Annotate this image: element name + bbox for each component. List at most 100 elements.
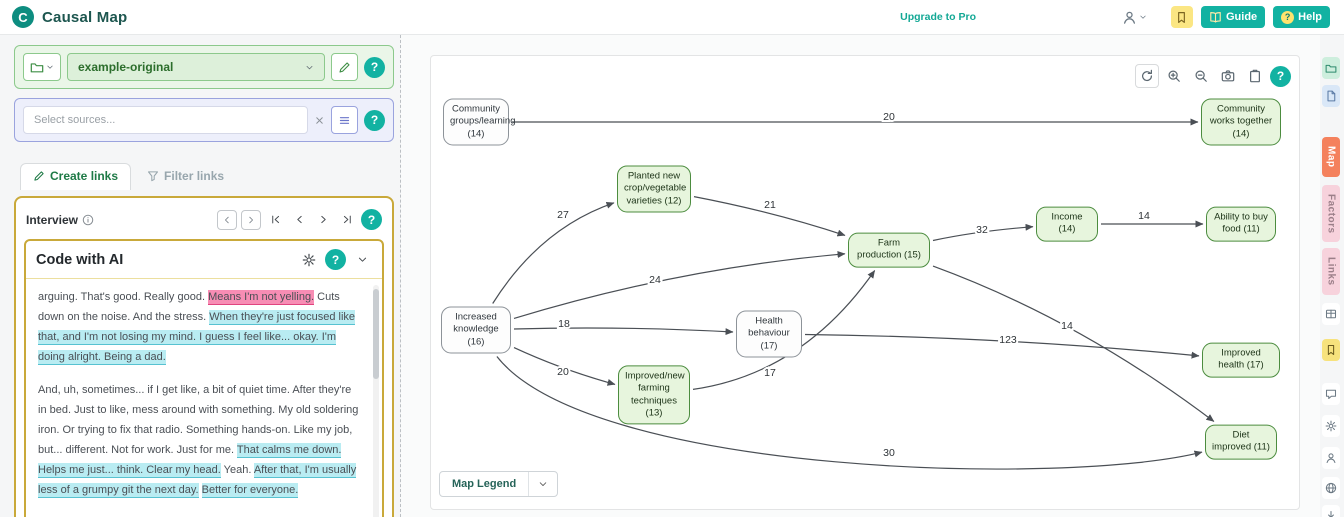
folder-menu-button[interactable] <box>23 53 61 81</box>
collapse-button[interactable] <box>352 250 372 270</box>
map-edge-label-improved-farming--farm-production[interactable]: 17 <box>762 365 778 381</box>
map-edge-label-increased-knowledge--improved-farming[interactable]: 20 <box>555 364 571 380</box>
map-edge-health-behaviour--improved-health[interactable] <box>804 333 1200 359</box>
question-icon: ? <box>1281 10 1295 24</box>
download-tab[interactable] <box>1322 504 1340 517</box>
map-edge-label-farm-production--income[interactable]: 32 <box>974 222 990 238</box>
ai-settings-button[interactable] <box>299 250 319 270</box>
help-button[interactable]: ? Help <box>1273 6 1330 28</box>
chat-tab[interactable] <box>1322 382 1340 405</box>
caret-down-icon <box>358 257 366 262</box>
sources-input[interactable] <box>23 106 308 134</box>
bookmark-tab[interactable] <box>1322 338 1340 361</box>
map-edge-label-income--ability-food[interactable]: 14 <box>1136 208 1152 224</box>
map-node-improved-farming[interactable]: Improved/new farming techniques (13) <box>618 365 690 425</box>
map-edge-increased-knowledge--improved-farming[interactable] <box>513 347 616 386</box>
clear-sources-button[interactable] <box>314 115 325 126</box>
map-node-health-behaviour[interactable]: Health behaviour (17) <box>736 310 802 358</box>
clipboard-icon <box>1250 69 1260 83</box>
map-edge-increased-knowledge--planted-crop[interactable] <box>492 201 615 304</box>
prev-source-button[interactable] <box>217 209 237 230</box>
help-icon[interactable]: ? <box>361 209 382 230</box>
refresh-button[interactable] <box>1135 64 1159 88</box>
help-icon[interactable]: ? <box>364 109 385 131</box>
language-tab[interactable] <box>1322 476 1340 499</box>
transcript-paragraph: arguing. That's good. Really good. Means… <box>38 287 362 367</box>
transcript-highlight-cyan[interactable]: Better for everyone. <box>201 483 299 499</box>
map-edge-label-health-behaviour--improved-health[interactable]: 123 <box>997 332 1019 348</box>
map-edge-label-increased-knowledge--health-behaviour[interactable]: 18 <box>556 316 572 332</box>
folder-icon <box>30 63 44 73</box>
next-page-button[interactable] <box>313 210 333 230</box>
bookmark-button[interactable] <box>1170 6 1193 28</box>
map-edge-label-community-groups--community-works[interactable]: 20 <box>881 109 897 125</box>
help-icon[interactable]: ? <box>1270 65 1291 87</box>
help-icon[interactable]: ? <box>325 249 346 270</box>
map-node-community-works[interactable]: Community works together (14) <box>1201 98 1281 146</box>
zoom-in-button[interactable] <box>1162 64 1186 88</box>
transcript-segment: Yeah. <box>220 464 254 477</box>
map-node-income[interactable]: Income (14) <box>1036 206 1098 242</box>
map-tab[interactable]: Map <box>1322 137 1340 177</box>
tab-filter-links[interactable]: Filter links <box>135 164 236 190</box>
edit-file-button[interactable] <box>331 53 358 81</box>
book-icon <box>1210 11 1221 23</box>
interview-pager: ? <box>217 209 382 230</box>
first-page-button[interactable] <box>265 210 285 230</box>
transcript-segment: And, uh, sometimes... if I get like, a b… <box>38 384 359 457</box>
code-with-ai-title: Code with AI <box>36 251 124 268</box>
factors-tab[interactable]: Factors <box>1322 184 1340 243</box>
file-select-dropdown[interactable]: example-original <box>67 53 325 81</box>
map-edge-farm-production--income[interactable] <box>932 223 1034 242</box>
caret-down-icon <box>306 65 313 69</box>
map-edge-farm-production--diet-improved[interactable] <box>932 265 1215 422</box>
map-edge-label-planted-crop--farm-production[interactable]: 21 <box>762 197 778 213</box>
map-node-diet-improved[interactable]: Diet improved (11) <box>1205 424 1277 460</box>
transcript-scrollbar[interactable] <box>373 285 379 517</box>
settings-tab[interactable] <box>1322 414 1340 437</box>
map-node-ability-food[interactable]: Ability to buy food (11) <box>1206 206 1276 242</box>
table-icon <box>1325 309 1337 319</box>
help-icon[interactable]: ? <box>364 56 385 78</box>
zoom-out-button[interactable] <box>1189 64 1213 88</box>
app-logo-icon: C <box>12 6 34 28</box>
map-node-farm-production[interactable]: Farm production (15) <box>848 232 930 268</box>
guide-label: Guide <box>1225 11 1258 23</box>
map-edge-increased-knowledge--health-behaviour[interactable] <box>513 327 734 336</box>
sources-list-button[interactable] <box>331 106 358 134</box>
map-edge-label-increased-knowledge--farm-production[interactable]: 24 <box>647 272 663 288</box>
transcript-highlight-cyan[interactable]: That calms me down. <box>236 443 342 459</box>
map-edge-label-increased-knowledge--diet-improved[interactable]: 30 <box>881 445 897 461</box>
upgrade-to-pro-link[interactable]: Upgrade to Pro <box>900 11 976 23</box>
map-legend-button[interactable]: Map Legend <box>439 471 559 497</box>
map-node-improved-health[interactable]: Improved health (17) <box>1202 342 1280 378</box>
previous-page-button[interactable] <box>289 210 309 230</box>
account-tab[interactable] <box>1322 446 1340 469</box>
map-node-planted-crop[interactable]: Planted new crop/vegetable varieties (12… <box>617 165 691 213</box>
links-tab[interactable]: Links <box>1322 248 1340 295</box>
next-source-button[interactable] <box>241 209 261 230</box>
transcript-highlight-cyan[interactable]: Helps me just... think. Clear my head. <box>38 463 221 479</box>
map-edge-increased-knowledge--diet-improved[interactable] <box>496 356 1203 470</box>
table-tab[interactable] <box>1322 302 1340 325</box>
scrollbar-thumb[interactable] <box>373 289 379 379</box>
code-with-ai-card: Code with AI ? arguing. That's good. Rea… <box>24 239 384 517</box>
user-menu-button[interactable] <box>1122 10 1147 25</box>
map-edge-planted-crop--farm-production[interactable] <box>693 196 846 237</box>
files-tab[interactable] <box>1322 57 1340 79</box>
map-edge-label-farm-production--diet-improved[interactable]: 14 <box>1059 318 1075 334</box>
caret-down-icon <box>539 482 547 486</box>
clipboard-button[interactable] <box>1243 64 1267 88</box>
map-edge-label-increased-knowledge--planted-crop[interactable]: 27 <box>555 207 571 223</box>
sources-box: ? <box>14 98 394 142</box>
documents-tab[interactable] <box>1322 85 1340 107</box>
map-toolbar <box>1135 64 1267 88</box>
map-node-increased-knowledge[interactable]: Increased knowledge (16) <box>441 306 511 354</box>
map-node-community-groups[interactable]: Community groups/learning (14) <box>443 98 516 146</box>
tab-create-links[interactable]: Create links <box>20 163 132 190</box>
transcript-highlight-pink[interactable]: Means I'm not yelling. <box>208 290 315 305</box>
guide-button[interactable]: Guide <box>1200 6 1266 28</box>
map-edge-increased-knowledge--farm-production[interactable] <box>513 250 846 319</box>
last-page-button[interactable] <box>337 210 357 230</box>
camera-button[interactable] <box>1216 64 1240 88</box>
